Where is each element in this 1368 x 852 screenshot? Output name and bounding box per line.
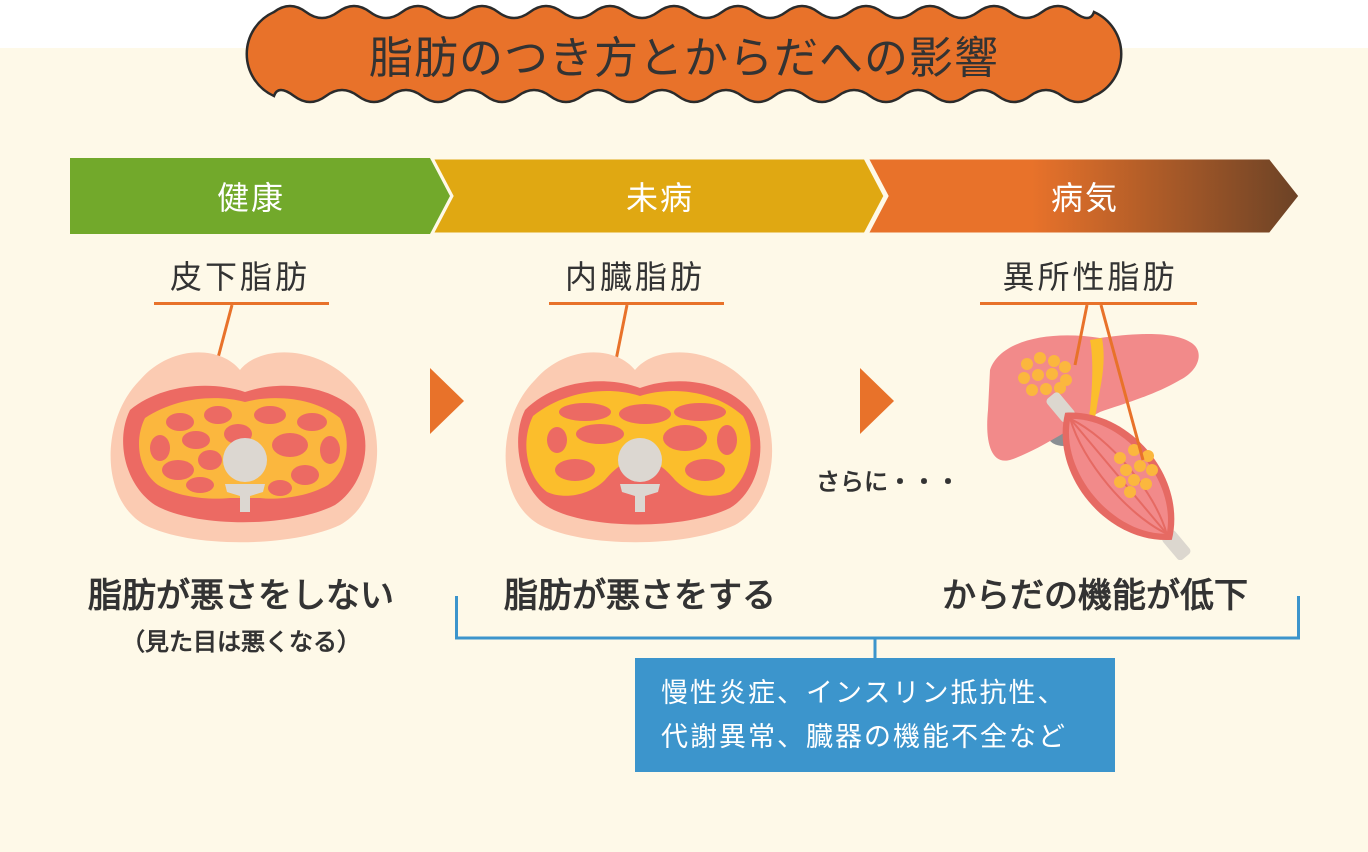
liver-muscle-illustration xyxy=(987,304,1199,560)
description-disease: からだの機能が低下 xyxy=(942,576,1248,616)
abdomen-visceral-illustration xyxy=(505,304,773,543)
next-arrow-icon xyxy=(860,368,894,434)
stage-presymptomatic-shape xyxy=(430,158,887,234)
info-line-2: 代謝異常、臓器の機能不全など xyxy=(661,722,1067,753)
wavy-banner-shape xyxy=(245,4,1123,104)
label-underline xyxy=(549,302,724,305)
stage-label-presymptomatic: 未病 xyxy=(625,179,694,217)
label-underline xyxy=(154,302,329,305)
stage-healthy-shape xyxy=(70,158,450,234)
info-line-1: 慢性炎症、インスリン抵抗性、 xyxy=(661,678,1067,709)
fat-type-ectopic: 異所性脂肪 xyxy=(1002,258,1178,296)
label-underline xyxy=(980,302,1197,305)
fat-type-visceral: 内臓脂肪 xyxy=(564,258,705,296)
description-healthy: 脂肪が悪さをしない xyxy=(88,576,394,616)
stage-arrows xyxy=(70,158,1300,234)
fat-type-subcutaneous: 皮下脂肪 xyxy=(169,258,310,296)
transition-text: さらに・・・ xyxy=(816,468,960,496)
stage-label-healthy: 健康 xyxy=(216,179,285,217)
title-banner: 脂肪のつき方とからだへの影響 xyxy=(228,2,1140,106)
note-healthy: （見た目は悪くなる） xyxy=(121,628,361,656)
consequences-info-box: 慢性炎症、インスリン抵抗性、 代謝異常、臓器の機能不全など xyxy=(635,658,1115,772)
abdomen-subcutaneous-illustration xyxy=(110,304,378,543)
stage-label-disease: 病気 xyxy=(1050,179,1119,217)
stage-disease-shape xyxy=(865,158,1300,234)
next-arrow-icon xyxy=(430,368,464,434)
description-presymptomatic: 脂肪が悪さをする xyxy=(504,576,776,616)
page-title: 脂肪のつき方とからだへの影響 xyxy=(369,33,999,84)
grouping-bracket xyxy=(455,596,1300,660)
stage-progress-bar: 健康 未病 病気 xyxy=(70,158,1300,234)
